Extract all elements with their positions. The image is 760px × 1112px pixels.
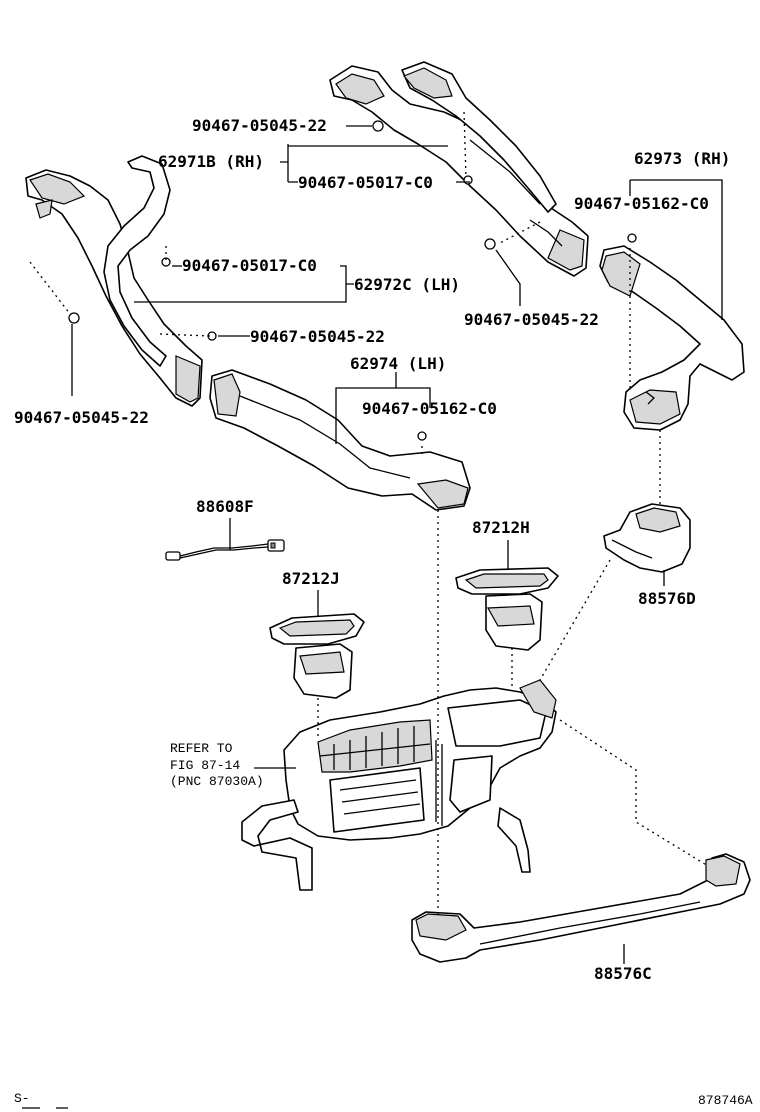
register-87212j[interactable] bbox=[269, 613, 365, 699]
label-90467-05017-c0-left[interactable]: 90467-05017-C0 bbox=[182, 256, 317, 275]
bolt-icon bbox=[68, 120, 637, 441]
duct-62974-lh[interactable] bbox=[209, 369, 471, 511]
leader-lines bbox=[71, 125, 723, 964]
label-62972c-lh[interactable]: 62972C (LH) bbox=[354, 275, 460, 294]
label-90467-05045-22-center[interactable]: 90467-05045-22 bbox=[250, 327, 385, 346]
label-62973-rh[interactable]: 62973 (RH) bbox=[634, 149, 731, 168]
wire-88608f[interactable] bbox=[165, 539, 285, 561]
label-88608f[interactable]: 88608F bbox=[196, 497, 254, 516]
label-88576c[interactable]: 88576C bbox=[594, 964, 652, 983]
assembly-lines bbox=[29, 111, 709, 914]
label-62971b-rh[interactable]: 62971B (RH) bbox=[158, 152, 264, 171]
refer-note-line2[interactable]: FIG 87-14 bbox=[170, 758, 241, 773]
label-90467-05162-c0-center[interactable]: 90467-05162-C0 bbox=[362, 399, 497, 418]
label-90467-05017-c0-top[interactable]: 90467-05017-C0 bbox=[298, 173, 433, 192]
register-87212h[interactable] bbox=[455, 567, 559, 651]
figure-code: 878746A bbox=[698, 1093, 753, 1108]
label-87212j[interactable]: 87212J bbox=[282, 569, 340, 588]
refer-note-line1: REFER TO bbox=[170, 741, 233, 756]
label-87212h[interactable]: 87212H bbox=[472, 518, 530, 537]
corner-code-left: S- bbox=[14, 1091, 30, 1106]
label-90467-05162-c0-right[interactable]: 90467-05162-C0 bbox=[574, 194, 709, 213]
duct-88576c[interactable] bbox=[411, 853, 751, 963]
duct-88576d[interactable] bbox=[603, 503, 691, 573]
duct-62972c-lh[interactable] bbox=[25, 155, 203, 407]
hvac-unit[interactable] bbox=[241, 679, 557, 891]
label-90467-05045-22-left[interactable]: 90467-05045-22 bbox=[14, 408, 149, 427]
label-90467-05045-22-top[interactable]: 90467-05045-22 bbox=[192, 116, 327, 135]
label-88576d[interactable]: 88576D bbox=[638, 589, 696, 608]
label-90467-05045-22-right[interactable]: 90467-05045-22 bbox=[464, 310, 599, 329]
duct-62971b-rh[interactable] bbox=[329, 61, 589, 277]
refer-note-line3: (PNC 87030A) bbox=[170, 774, 264, 789]
label-62974-lh[interactable]: 62974 (LH) bbox=[350, 354, 447, 373]
